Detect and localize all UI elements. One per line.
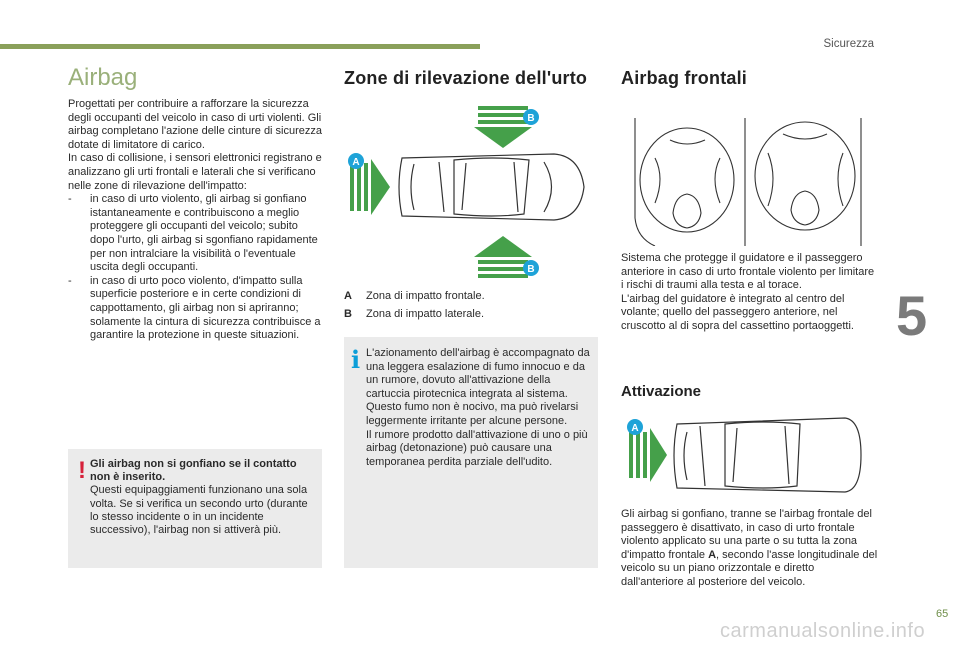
bullet-marker: - [68,193,72,206]
arrow-b-bottom-icon [474,236,532,278]
airbag-title: Airbag [68,64,138,91]
bullet-marker: - [68,274,72,287]
legend-key: A [344,290,352,302]
activation-paragraph: Gli airbag si gonfiano, tranne se l'airb… [621,508,879,590]
badge-b-top-icon: B [523,109,539,125]
passenger-head-icon [790,190,820,226]
badge-b-bottom-icon: B [523,260,539,276]
legend-key: B [344,308,352,320]
frontal-airbag-desc: Sistema che protegge il guidatore e il p… [621,252,877,334]
warning-box: ! Gli airbag non si gonfiano se il conta… [68,449,322,568]
chapter-number: 5 [896,284,928,347]
arrow-a-icon [629,428,667,482]
activation-zone-key: A [708,548,717,561]
bullet-text: in caso di urto violento, gli airbag si … [90,193,318,274]
badge-a-icon: A [348,153,364,169]
frontal-impact-diagram: A [627,417,862,493]
car-top-view-icon [398,153,585,221]
intro-paragraph: Progettati per contribuire a rafforzare … [68,98,323,151]
intro-paragraph-2: In caso di collisione, i sensori elettro… [68,152,322,192]
warning-body: Questi equipaggiamenti funzionano una so… [90,484,308,537]
airbag-intro: Progettati per contribuire a rafforzare … [68,98,324,343]
desc-paragraph: Sistema che protegge il guidatore e il p… [621,252,875,292]
badge-a-label: A [631,423,638,434]
watermark-text: carmanualsonline.info [720,620,926,642]
info-icon: i [351,345,361,374]
info-box: i L'azionamento dell'airbag è accompagna… [344,337,598,568]
activation-text-before: Gli airbag si gonfiano, tranne se l'airb… [621,508,872,561]
legend-item-b: B Zona di impatto laterale. [344,308,484,320]
info-line: L'azionamento dell'airbag è accompagnato… [366,347,590,400]
list-item: - in caso di urto poco violento, d'impat… [68,275,324,343]
warning-bold: Gli airbag non si gonfiano se il contatt… [90,458,297,484]
badge-a-label: A [352,157,359,168]
car-front-view-icon [673,417,862,493]
frontal-airbag-title: Airbag frontali [621,68,748,88]
activation-title: Attivazione [621,383,702,400]
bullet-text: in caso di urto poco violento, d'impatto… [90,274,321,342]
zones-title: Zone di rilevazione dell'urto [344,68,588,88]
arrow-b-top-icon [474,106,532,148]
desc-paragraph-2: L'airbag del guidatore è integrato al ce… [621,292,854,332]
info-text: L'azionamento dell'airbag è accompagnato… [366,347,592,469]
warning-text: Gli airbag non si gonfiano se il contatt… [90,458,318,537]
info-line: Questo fumo non è nocivo, ma può rivelar… [366,401,579,427]
badge-b-bottom-label: B [527,264,534,275]
arrow-a-left-icon [350,159,390,215]
frontal-airbags-illustration [625,118,875,246]
driver-head-icon [672,193,702,229]
impact-zones-diagram: A B B [348,106,585,278]
door-line [634,118,656,246]
info-line: Il rumore prodotto dall'attivazione di u… [366,428,588,468]
legend-text: Zona di impatto frontale. [366,290,485,302]
driver-airbag-icon [639,127,735,233]
list-item: - in caso di urto violento, gli airbag s… [68,193,324,275]
section-label: Sicurezza [823,38,875,50]
header-accent-bar [0,44,480,49]
legend-item-a: A Zona di impatto frontale. [344,290,485,302]
legend-text: Zona di impatto laterale. [366,308,485,320]
warning-icon: ! [78,457,86,484]
page-number: 65 [936,608,949,620]
activation-text-after: , secondo l'asse longitudinale del veico… [621,548,878,588]
passenger-airbag-icon [754,121,856,231]
activation-text: Gli airbag si gonfiano, tranne se l'airb… [621,508,879,590]
badge-b-top-label: B [527,113,534,124]
badge-a-icon: A [627,419,643,435]
